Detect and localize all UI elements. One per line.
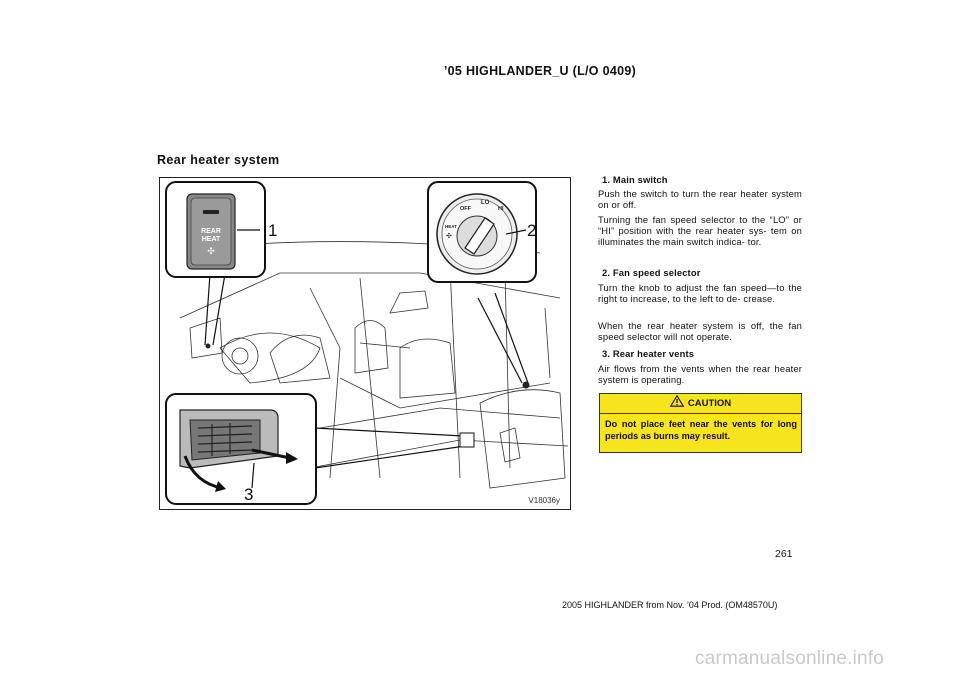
vehicle-interior-drawing: REAR HEAT ✣ 1 OFF LO HI HEAT ✣ 2 3 [165, 181, 569, 505]
callout-2: 2 [527, 221, 536, 240]
warning-triangle-icon [669, 394, 685, 407]
item-2-paragraph-2: When the rear heater system is off, the … [598, 320, 802, 343]
knob-fan-icon: ✣ [446, 232, 452, 240]
item-2-paragraph-1: Turn the knob to adjust the fan speed—to… [598, 282, 802, 305]
caution-box: CAUTION Do not place feet near the vents… [599, 393, 802, 453]
caution-header: CAUTION [600, 394, 801, 414]
watermark: carmanualsonline.info [695, 648, 885, 669]
section-title: Rear heater system [157, 153, 280, 167]
knob-label-lo: LO [481, 200, 490, 206]
knob-label-off: OFF [460, 206, 472, 212]
rear-heater-illustration: REAR HEAT ✣ 1 OFF LO HI HEAT ✣ 2 3 V1803… [159, 177, 571, 510]
caution-text: Do not place feet near the vents for lon… [605, 419, 797, 441]
item-3-heading: 3. Rear heater vents [602, 348, 695, 359]
figure-code: V18036y [528, 496, 560, 505]
item-3-paragraph-1: Air flows from the vents when the rear h… [598, 363, 802, 386]
document-header: ’05 HIGHLANDER_U (L/O 0409) [443, 64, 637, 78]
item-1-paragraph-1: Push the switch to turn the rear heater … [598, 188, 802, 211]
item-1-paragraph-2: Turning the fan speed selector to the “L… [598, 214, 802, 248]
footer-text: 2005 HIGHLANDER from Nov. ’04 Prod. (OM4… [562, 600, 778, 610]
knob-label-hi: HI [498, 206, 504, 212]
knob-label-heat: HEAT [445, 224, 457, 229]
page-number: 261 [775, 548, 793, 560]
callout-3: 3 [244, 485, 253, 504]
item-1-heading: 1. Main switch [602, 174, 668, 185]
fan-icon: ✣ [207, 247, 215, 257]
caution-title: CAUTION [687, 398, 732, 409]
switch-label-rear: REAR [201, 228, 221, 235]
item-2-heading: 2. Fan speed selector [602, 267, 701, 278]
callout-1: 1 [268, 221, 277, 240]
switch-label-heat: HEAT [202, 236, 221, 243]
